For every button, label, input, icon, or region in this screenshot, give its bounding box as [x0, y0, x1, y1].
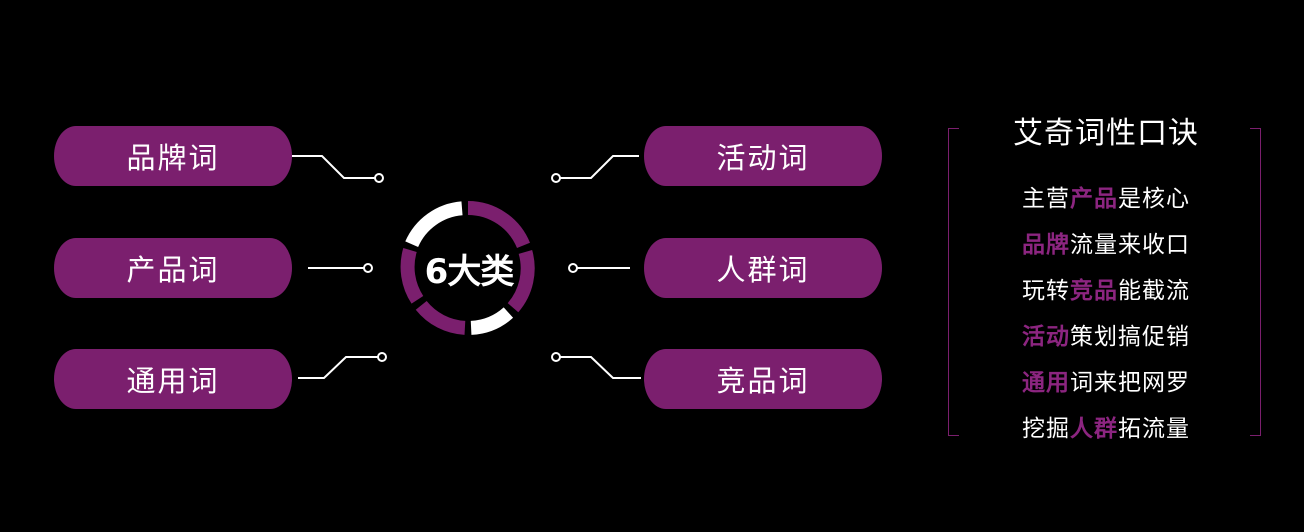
right-bracket	[1250, 128, 1261, 436]
mnemonic-highlight: 产品	[1070, 186, 1118, 212]
ring-segment	[467, 201, 530, 249]
mnemonic-title: 艾奇词性口诀	[1013, 116, 1199, 151]
connector-line	[560, 155, 639, 179]
ring-segment	[415, 300, 466, 335]
connector-dot	[551, 352, 561, 362]
mnemonic-line: 活动策划搞促销	[960, 314, 1252, 360]
mnemonic-line: 挖掘人群拓流量	[960, 406, 1252, 452]
ring-segment	[470, 307, 514, 335]
category-pill-generic: 通用词	[54, 349, 292, 409]
mnemonic-text: 词来把网罗	[1070, 370, 1190, 396]
mnemonic-line: 玩转竞品能截流	[960, 268, 1252, 314]
mnemonic-list: 主营产品是核心 品牌流量来收口 玩转竞品能截流 活动策划搞促销 通用词来把网罗 …	[960, 176, 1252, 452]
connector-dot	[551, 173, 561, 183]
connector-line	[560, 356, 641, 379]
mnemonic-text: 主营	[1022, 186, 1070, 212]
mnemonic-text: 策划搞促销	[1070, 324, 1190, 350]
center-ring	[400, 201, 535, 335]
ring-segment	[400, 248, 424, 304]
mnemonic-highlight: 品牌	[1022, 232, 1070, 258]
category-pill-activity: 活动词	[644, 126, 882, 186]
ring-segment	[405, 201, 463, 248]
mnemonic-line: 主营产品是核心	[960, 176, 1252, 222]
center-label: 6大类	[424, 251, 515, 292]
connector-dot	[363, 263, 373, 273]
category-pill-product: 产品词	[54, 238, 292, 298]
mnemonic-text: 能截流	[1118, 278, 1190, 304]
mnemonic-highlight: 活动	[1022, 324, 1070, 350]
mnemonic-text: 拓流量	[1118, 416, 1190, 442]
mnemonic-text: 玩转	[1022, 278, 1070, 304]
connector-dot	[377, 352, 387, 362]
mnemonic-highlight: 通用	[1022, 370, 1070, 396]
category-pill-audience: 人群词	[644, 238, 882, 298]
mnemonic-text: 挖掘	[1022, 416, 1070, 442]
category-pill-brand: 品牌词	[54, 126, 292, 186]
connector-dot	[374, 173, 384, 183]
ring-segment	[507, 249, 535, 313]
mnemonic-highlight: 竞品	[1070, 278, 1118, 304]
connector-dot	[568, 263, 578, 273]
mnemonic-text: 流量来收口	[1070, 232, 1190, 258]
mnemonic-highlight: 人群	[1070, 416, 1118, 442]
connector-line	[292, 155, 375, 179]
category-pill-competitor: 竞品词	[644, 349, 882, 409]
connector-line	[298, 356, 378, 379]
left-bracket	[948, 128, 959, 436]
mnemonic-line: 品牌流量来收口	[960, 222, 1252, 268]
mnemonic-line: 通用词来把网罗	[960, 360, 1252, 406]
mnemonic-text: 是核心	[1118, 186, 1190, 212]
